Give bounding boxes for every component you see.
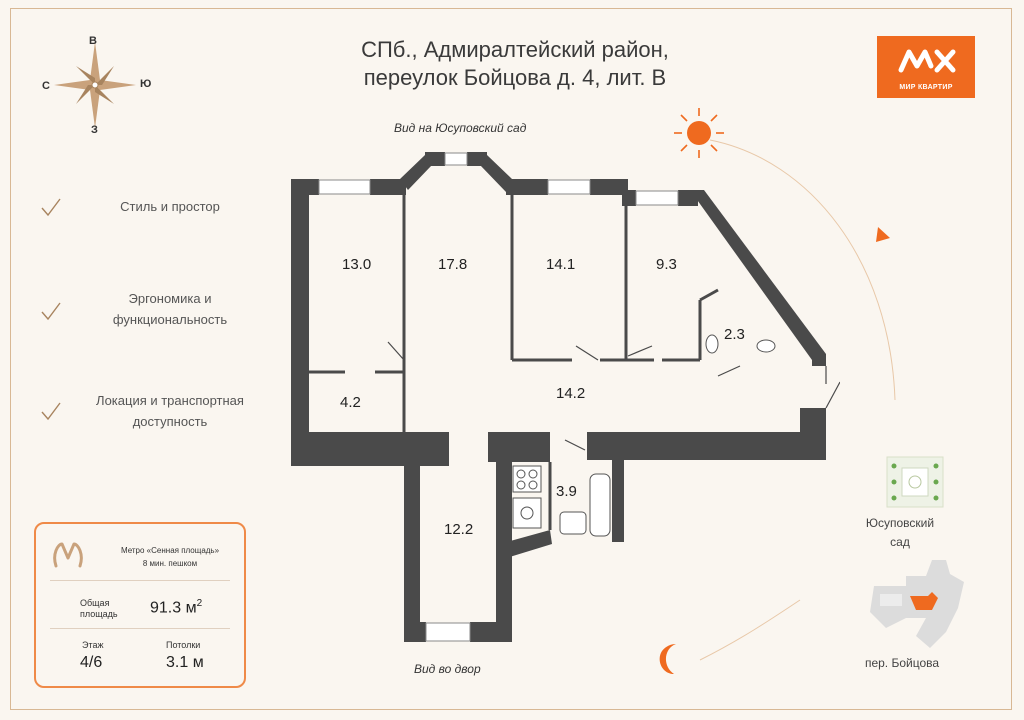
area-label: Общая площадь xyxy=(80,598,118,620)
area-unit-sup: 2 xyxy=(196,598,203,609)
metro-line1: Метро «Сенная площадь» xyxy=(120,546,220,555)
room-area-1: 13.0 xyxy=(342,256,371,273)
moon-icon xyxy=(659,644,676,674)
metro-logo-icon xyxy=(53,542,83,568)
area-value: 91.3 м2 xyxy=(150,598,202,617)
building-map-icon xyxy=(870,560,964,648)
feature-2-line1: Эргономика и xyxy=(128,291,212,306)
park-label-line2: сад xyxy=(890,535,910,549)
area-value-text: 91.3 м xyxy=(150,599,197,617)
metro-line2: 8 мин. пешком xyxy=(142,559,198,568)
floor-label: Этаж xyxy=(82,640,104,650)
room-area-4: 9.3 xyxy=(656,256,677,273)
view-top-label: Вид на Юсуповский сад xyxy=(394,121,527,135)
ceiling-value: 3.1 м xyxy=(166,654,204,671)
address-line2: переулок Бойцова д. 4, лит. В xyxy=(363,65,667,90)
feature-2-line2: функциональность xyxy=(112,312,228,327)
info-card: Метро «Сенная площадь» 8 мин. пешком Общ… xyxy=(34,522,246,688)
check-icon xyxy=(41,402,61,421)
walls xyxy=(291,152,826,642)
compass-east: Ю xyxy=(140,78,152,90)
room-area-3: 14.1 xyxy=(546,256,575,273)
compass-north: В xyxy=(89,35,97,47)
park-label-line1: Юсуповский xyxy=(865,516,935,530)
compass-rose-icon xyxy=(54,42,136,128)
divider xyxy=(50,580,230,581)
feature-1-line1: Стиль и простор xyxy=(120,199,220,214)
brand-mark-icon xyxy=(898,49,956,73)
area-label-line1: Общая xyxy=(80,598,110,608)
area-label-line2: площадь xyxy=(80,609,118,619)
brand-logo-text: МИР КВАРТИР xyxy=(899,84,953,91)
address-title: СПб., Адмиралтейский район, переулок Бой… xyxy=(300,36,730,92)
sun-icon xyxy=(674,108,724,158)
divider xyxy=(50,628,230,629)
interior-walls xyxy=(309,190,719,530)
park-map-icon xyxy=(886,456,944,508)
address-line1: СПб., Адмиралтейский район, xyxy=(361,37,669,62)
door-swings xyxy=(387,341,840,451)
check-icon xyxy=(41,198,61,217)
ceiling-label: Потолки xyxy=(166,640,201,650)
room-area-2: 17.8 xyxy=(438,256,467,273)
floor-plan: 13.0 17.8 14.1 9.3 2.3 4.2 14.2 3.9 12.2 xyxy=(291,152,840,642)
park-label: Юсуповский сад xyxy=(850,514,950,552)
page-frame xyxy=(10,8,1012,710)
room-area-8: 3.9 xyxy=(556,483,577,500)
windows xyxy=(318,152,679,642)
room-area-9: 12.2 xyxy=(444,521,473,538)
compass-west: С xyxy=(42,80,50,92)
room-area-5: 2.3 xyxy=(724,326,745,343)
fixtures xyxy=(512,334,776,537)
brand-logo: МИР КВАРТИР xyxy=(877,36,975,98)
room-area-7: 14.2 xyxy=(556,385,585,402)
room-area-6: 4.2 xyxy=(340,394,361,411)
street-label: пер. Бойцова xyxy=(864,656,940,670)
compass-south: З xyxy=(91,124,98,136)
feature-3-line1: Локация и транспортная xyxy=(96,393,244,408)
metro-info: Метро «Сенная площадь» 8 мин. пешком xyxy=(100,544,240,570)
feature-3-line2: доступность xyxy=(132,414,208,429)
view-bottom-label: Вид во двор xyxy=(414,662,481,676)
floor-value: 4/6 xyxy=(80,654,103,671)
check-icon xyxy=(41,302,61,321)
sun-path-arc xyxy=(699,139,896,661)
